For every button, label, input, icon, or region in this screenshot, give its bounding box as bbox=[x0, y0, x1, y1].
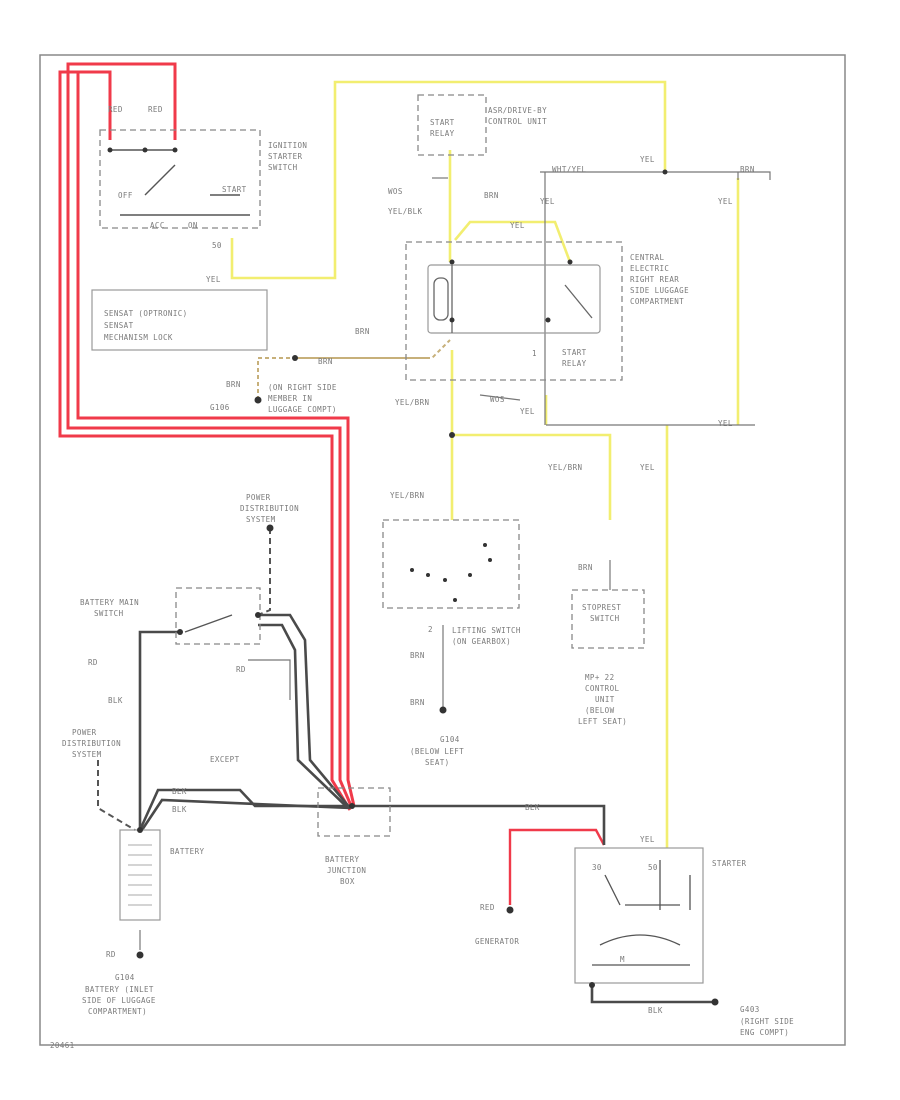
sensat-note-box bbox=[91, 289, 268, 351]
battery-main-switch-box bbox=[175, 587, 261, 645]
label-yel-4: YEL bbox=[718, 419, 733, 428]
starter-internals-icon bbox=[592, 860, 691, 966]
label-g106: G106 bbox=[210, 403, 230, 412]
label-wire-3: 2 bbox=[428, 625, 433, 634]
relay-coil-icon bbox=[433, 265, 593, 333]
label-starter: STARTER bbox=[712, 859, 746, 868]
label-wire-2: 1 bbox=[532, 349, 537, 358]
label-sw-50: 50 bbox=[212, 241, 222, 250]
battery-main-contact-icon bbox=[184, 614, 233, 633]
label-wht-yel: WHT/YEL bbox=[552, 165, 586, 174]
label-start-relay-top: START RELAY bbox=[430, 118, 460, 138]
label-central-electric: CENTRAL ELECTRIC RIGHT REAR SIDE LUGGAGE… bbox=[630, 253, 694, 306]
label-red-1: RED bbox=[108, 105, 123, 114]
label-brn-stoprest: BRN bbox=[578, 563, 593, 572]
label-battery-junction: BATTERY JUNCTION BOX bbox=[325, 855, 371, 886]
label-rd-2: RD bbox=[236, 665, 246, 674]
label-brn-g106: BRN bbox=[226, 380, 241, 389]
label-power-dist-left: POWER DISTRIBUTION SYSTEM bbox=[62, 728, 126, 759]
black-wires bbox=[97, 528, 715, 1004]
ignition-switch-box bbox=[99, 129, 261, 229]
starter-box bbox=[574, 847, 704, 984]
label-g104-bat: G104 bbox=[115, 973, 135, 982]
red-wires bbox=[58, 62, 606, 905]
label-sw-on: ON bbox=[188, 221, 198, 230]
yellow-wires bbox=[230, 80, 740, 848]
label-red-2: RED bbox=[148, 105, 163, 114]
label-except: EXCEPT bbox=[210, 755, 240, 764]
label-yel-brn-3: YEL/BRN bbox=[390, 491, 424, 500]
label-battery-main-switch: BATTERY MAIN SWITCH bbox=[80, 598, 144, 618]
label-yel-3: YEL bbox=[520, 407, 535, 416]
label-blk-1: BLK bbox=[108, 696, 123, 705]
label-stoprest: STOPREST SWITCH bbox=[582, 603, 626, 623]
label-brn-mid-wire: BRN bbox=[318, 357, 333, 366]
label-ignition-switch: IGNITION STARTER SWITCH bbox=[268, 141, 312, 172]
label-yel-top: YEL bbox=[540, 197, 555, 206]
label-yel-mid: YEL bbox=[510, 221, 525, 230]
label-st-m: M bbox=[620, 955, 625, 964]
label-yel-6: YEL bbox=[640, 835, 655, 844]
battery-cells-icon bbox=[128, 844, 152, 906]
ignition-switch-contacts-icon bbox=[110, 149, 250, 216]
label-g104-desc: (BELOW LEFT SEAT) bbox=[410, 747, 469, 767]
label-wht-1: WOS bbox=[388, 187, 403, 196]
label-rd-bottom: RD bbox=[106, 950, 116, 959]
label-g106-desc: (ON RIGHT SIDE MEMBER IN LUGGAGE COMPT) bbox=[268, 383, 342, 414]
diagram-frame bbox=[39, 54, 846, 1046]
label-brn-lift-1: BRN bbox=[410, 651, 425, 660]
label-sw-start: START bbox=[222, 185, 247, 194]
label-brn-left: BRN bbox=[355, 327, 370, 336]
label-g403-desc: (RIGHT SIDE ENG COMPT) bbox=[740, 1017, 799, 1037]
start-relay-top-box bbox=[417, 94, 487, 156]
diagram-labels: RED RED IGNITION STARTER SWITCH OFF STAR… bbox=[50, 105, 799, 1050]
thin-wires bbox=[432, 171, 771, 710]
label-blk-2: BLK bbox=[172, 787, 187, 796]
label-g403: G403 bbox=[740, 1005, 760, 1014]
central-electric-box bbox=[405, 241, 623, 381]
label-blk-5: BLK bbox=[648, 1006, 663, 1015]
label-sw-off: OFF bbox=[118, 191, 133, 200]
label-brn-mid: BRN bbox=[740, 165, 755, 174]
label-start-relay-bot: START RELAY bbox=[562, 348, 592, 368]
lifting-switch-dots-icon bbox=[410, 543, 492, 602]
battery-junction-box bbox=[317, 787, 391, 837]
label-g104: G104 bbox=[440, 735, 460, 744]
label-asr-unit: ASR/DRIVE-BY CONTROL UNIT bbox=[488, 106, 552, 126]
label-yel-ign: YEL bbox=[206, 275, 221, 284]
stoprest-switch-box bbox=[571, 589, 645, 649]
label-yel-far-right: YEL bbox=[718, 197, 733, 206]
label-footer: 20461 bbox=[50, 1041, 75, 1050]
junction-dots bbox=[107, 147, 719, 1006]
label-blk-4: BLK bbox=[525, 803, 540, 812]
label-g104-bat-desc: BATTERY (INLET SIDE OF LUGGAGE COMPARTME… bbox=[82, 985, 161, 1016]
label-power-dist-top: POWER DISTRIBUTION SYSTEM bbox=[240, 493, 304, 524]
label-sw-acc: ACC bbox=[150, 221, 165, 230]
label-rd-1: RD bbox=[88, 658, 98, 667]
label-yel-right: YEL bbox=[640, 155, 655, 164]
label-brn-top: BRN bbox=[484, 191, 499, 200]
label-st-30: 30 bbox=[592, 863, 602, 872]
label-battery: BATTERY bbox=[170, 847, 204, 856]
label-yel-blk: YEL/BLK bbox=[388, 207, 422, 216]
label-yel-5: YEL bbox=[640, 463, 655, 472]
label-sensat-note: SENSAT (OPTRONIC) SENSAT MECHANISM LOCK bbox=[104, 309, 192, 342]
label-lifting-switch: LIFTING SWITCH (ON GEARBOX) bbox=[452, 626, 526, 646]
start-relay-inner-box bbox=[427, 264, 601, 334]
label-generator: GENERATOR bbox=[475, 937, 519, 946]
label-st-50: 50 bbox=[648, 863, 658, 872]
label-red-3: RED bbox=[480, 903, 495, 912]
lifting-switch-box bbox=[382, 519, 520, 609]
label-mp-control: MP+ 22 CONTROL UNIT (BELOW LEFT SEAT) bbox=[578, 673, 627, 726]
label-yel-brn-2: YEL/BRN bbox=[548, 463, 582, 472]
label-blk-3: BLK bbox=[172, 805, 187, 814]
label-yel-brn-1: YEL/BRN bbox=[395, 398, 429, 407]
brown-wires bbox=[257, 339, 451, 400]
label-wos-2: WOS bbox=[490, 395, 505, 404]
label-brn-lift-2: BRN bbox=[410, 698, 425, 707]
